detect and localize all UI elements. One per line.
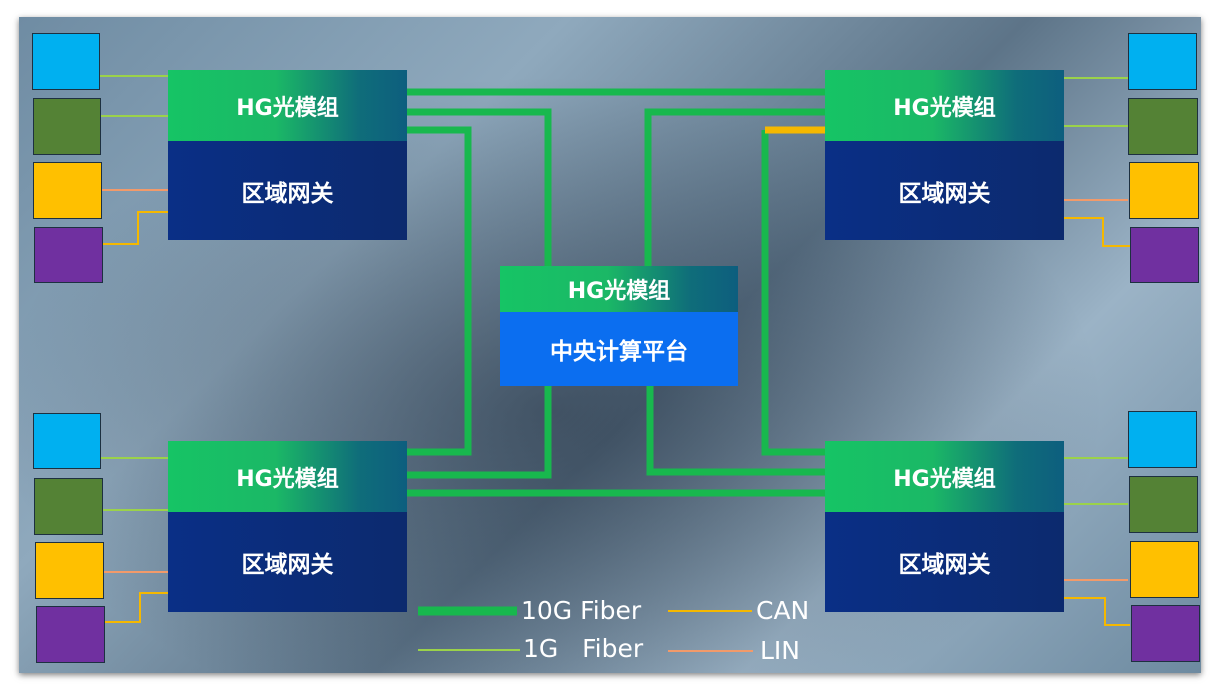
gateway-label: 区域网关 [825, 141, 1064, 240]
optical-module-label: HG光模组 [168, 70, 407, 141]
ecu-yellow [1129, 162, 1199, 219]
optical-module-label: HG光模组 [825, 70, 1064, 141]
ecu-yellow [1130, 541, 1199, 598]
zone-gateway-bottom-right: HG光模组 区域网关 [825, 441, 1064, 612]
ecu-green [1128, 98, 1198, 155]
optical-module-label: HG光模组 [168, 441, 407, 512]
ecu-purple [1131, 605, 1200, 662]
ecu-green [34, 478, 103, 535]
ecu-purple [36, 606, 105, 663]
gateway-label: 区域网关 [825, 512, 1064, 612]
optical-module-label: HG光模组 [500, 266, 738, 312]
zone-gateway-top-left: HG光模组 区域网关 [168, 70, 407, 240]
link-tr-center [644, 108, 825, 266]
link-bl-center [407, 386, 552, 479]
link-br-center [646, 386, 825, 476]
fiber-1g-links [100, 75, 1128, 511]
gateway-label: 区域网关 [168, 141, 407, 240]
ecu-purple [1130, 227, 1199, 283]
ecu-green [33, 98, 101, 155]
link-tr-br [761, 130, 825, 456]
ecu-yellow [35, 542, 104, 599]
central-compute-platform: HG光模组 中央计算平台 [500, 266, 738, 386]
legend-can: CAN [756, 596, 810, 625]
ecu-green [1129, 476, 1198, 533]
ecu-yellow [33, 162, 102, 219]
zone-gateway-top-right: HG光模组 区域网关 [825, 70, 1064, 240]
link-tl-bl [407, 126, 472, 456]
can-links [100, 211, 1130, 626]
link-tl-center [407, 108, 552, 266]
ecu-blue [32, 33, 100, 90]
optical-module-label: HG光模组 [825, 441, 1064, 512]
legend-lin: LIN [760, 636, 801, 665]
ecu-blue [33, 413, 101, 469]
legend-10g-fiber: 10G Fiber [521, 596, 642, 625]
legend-1g-fiber: 1G Fiber [523, 634, 644, 663]
zone-gateway-bottom-left: HG光模组 区域网关 [168, 441, 407, 612]
lin-links [100, 189, 1128, 581]
platform-label: 中央计算平台 [500, 312, 738, 386]
ecu-blue [1128, 33, 1197, 90]
ecu-purple [34, 227, 103, 283]
ecu-blue [1128, 411, 1197, 468]
gateway-label: 区域网关 [168, 512, 407, 612]
fiber-10g-links [407, 88, 825, 497]
